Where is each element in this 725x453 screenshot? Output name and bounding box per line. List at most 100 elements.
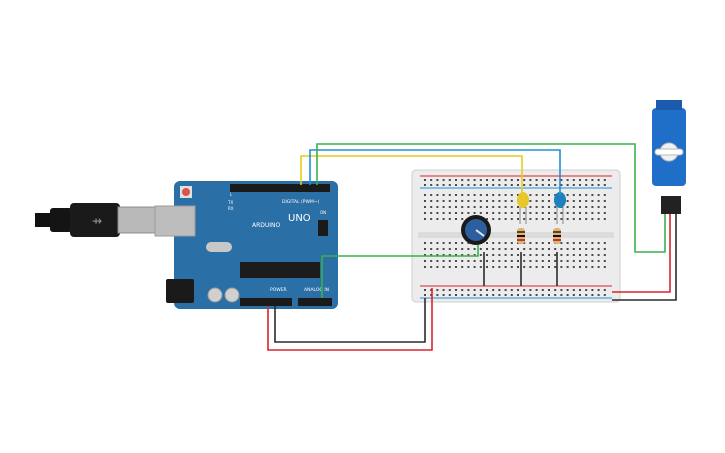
capacitor-1 (207, 287, 223, 303)
breadboard-hole (479, 294, 482, 296)
usb-cable[interactable]: ⇸ (35, 203, 157, 237)
breadboard-hole (523, 248, 526, 250)
breadboard-hole (585, 218, 588, 220)
breadboard-hole (492, 200, 495, 202)
breadboard-hole (585, 242, 588, 244)
breadboard-hole (461, 206, 464, 208)
breadboard-hole (529, 194, 532, 196)
breadboard-hole (541, 184, 544, 186)
breadboard-hole (548, 184, 550, 186)
breadboard-hole (504, 212, 507, 214)
servo-motor[interactable] (652, 100, 686, 214)
breadboard-hole (517, 260, 519, 262)
breadboard-hole (442, 206, 445, 208)
breadboard-hole (424, 200, 426, 202)
resistor-band (553, 231, 561, 233)
breadboard-hole (597, 194, 600, 196)
breadboard-hole (492, 218, 495, 220)
wire-green-pot[interactable] (321, 245, 479, 298)
breadboard-hole (486, 200, 488, 202)
breadboard-hole (597, 218, 600, 220)
breadboard-hole (498, 260, 501, 262)
breadboard-hole (603, 254, 606, 256)
breadboard-hole (455, 266, 457, 268)
breadboard-hole (510, 242, 513, 244)
wire-servo-red[interactable] (612, 214, 671, 293)
breadboard-hole (566, 179, 569, 181)
breadboard-hole (424, 260, 426, 262)
breadboard-hole (591, 212, 594, 214)
breadboard-hole (572, 179, 575, 181)
breadboard-hole (572, 294, 575, 296)
breadboard-hole (597, 260, 600, 262)
breadboard-hole (473, 206, 476, 208)
potentiometer[interactable] (461, 215, 491, 245)
breadboard-hole (424, 248, 426, 250)
breadboard-hole (579, 200, 581, 202)
breadboard-hole (486, 184, 488, 186)
resistor-band (517, 235, 525, 237)
breadboard-hole (529, 242, 532, 244)
breadboard-hole (585, 194, 588, 196)
breadboard-hole (510, 254, 513, 256)
breadboard-hole (467, 242, 470, 244)
yellow-led[interactable] (517, 192, 529, 224)
breadboard-hole (504, 266, 507, 268)
breadboard-hole (442, 212, 445, 214)
breadboard-hole (430, 260, 433, 262)
breadboard-hole (430, 184, 433, 186)
breadboard-hole (529, 200, 532, 202)
breadboard-hole (585, 184, 588, 186)
breadboard-hole (498, 248, 501, 250)
breadboard-hole (442, 194, 445, 196)
breadboard-hole (448, 200, 451, 202)
breadboard-hole (504, 294, 507, 296)
breadboard-hole (504, 194, 507, 196)
wire-red-power[interactable] (267, 288, 433, 351)
arduino-uno-board[interactable]: ARDUINO UNO DIGITAL (PWM~) POWER ANALOG … (154, 181, 338, 309)
breadboard-hole (603, 242, 606, 244)
breadboard-hole (455, 260, 457, 262)
wire-blue-led[interactable] (309, 149, 561, 196)
breadboard-hole (541, 242, 544, 244)
usb-port (154, 205, 196, 237)
breadboard-hole (554, 248, 557, 250)
breadboard-hole (591, 289, 594, 291)
breadboard-hole (442, 289, 445, 291)
breadboard-hole (597, 242, 600, 244)
breadboard-hole (486, 206, 488, 208)
breadboard-hole (535, 218, 538, 220)
breadboard-hole (492, 242, 495, 244)
breadboard-hole (572, 200, 575, 202)
servo-horn[interactable] (654, 148, 684, 156)
breadboard-hole (548, 254, 550, 256)
breadboard-hole (473, 194, 476, 196)
resistor-2[interactable] (553, 228, 561, 244)
breadboard-hole (510, 206, 513, 208)
blue-led[interactable] (554, 192, 566, 224)
resistor-1[interactable] (517, 228, 525, 244)
usb-icon: ⇸ (92, 214, 102, 228)
breadboard-hole (492, 294, 495, 296)
breadboard-hole (572, 260, 575, 262)
wire-green-servo[interactable] (316, 143, 666, 253)
breadboard-hole (541, 260, 544, 262)
breadboard-hole (442, 242, 445, 244)
breadboard-hole (585, 266, 588, 268)
breadboard-hole (498, 194, 501, 196)
breadboard-hole (504, 200, 507, 202)
breadboard-hole (585, 289, 588, 291)
wire-yellow-led[interactable] (300, 155, 523, 196)
breadboard-hole (436, 242, 439, 244)
breadboard[interactable] (411, 169, 621, 303)
breadboard-hole (566, 260, 569, 262)
wire-black-ground[interactable] (274, 298, 426, 343)
breadboard-hole (603, 248, 606, 250)
breadboard-hole (436, 200, 439, 202)
breadboard-hole (529, 266, 532, 268)
breadboard-hole (424, 179, 426, 181)
wire-servo-black[interactable] (612, 214, 677, 301)
breadboard-hole (473, 260, 476, 262)
breadboard-hole (442, 179, 445, 181)
breadboard-hole (455, 179, 457, 181)
